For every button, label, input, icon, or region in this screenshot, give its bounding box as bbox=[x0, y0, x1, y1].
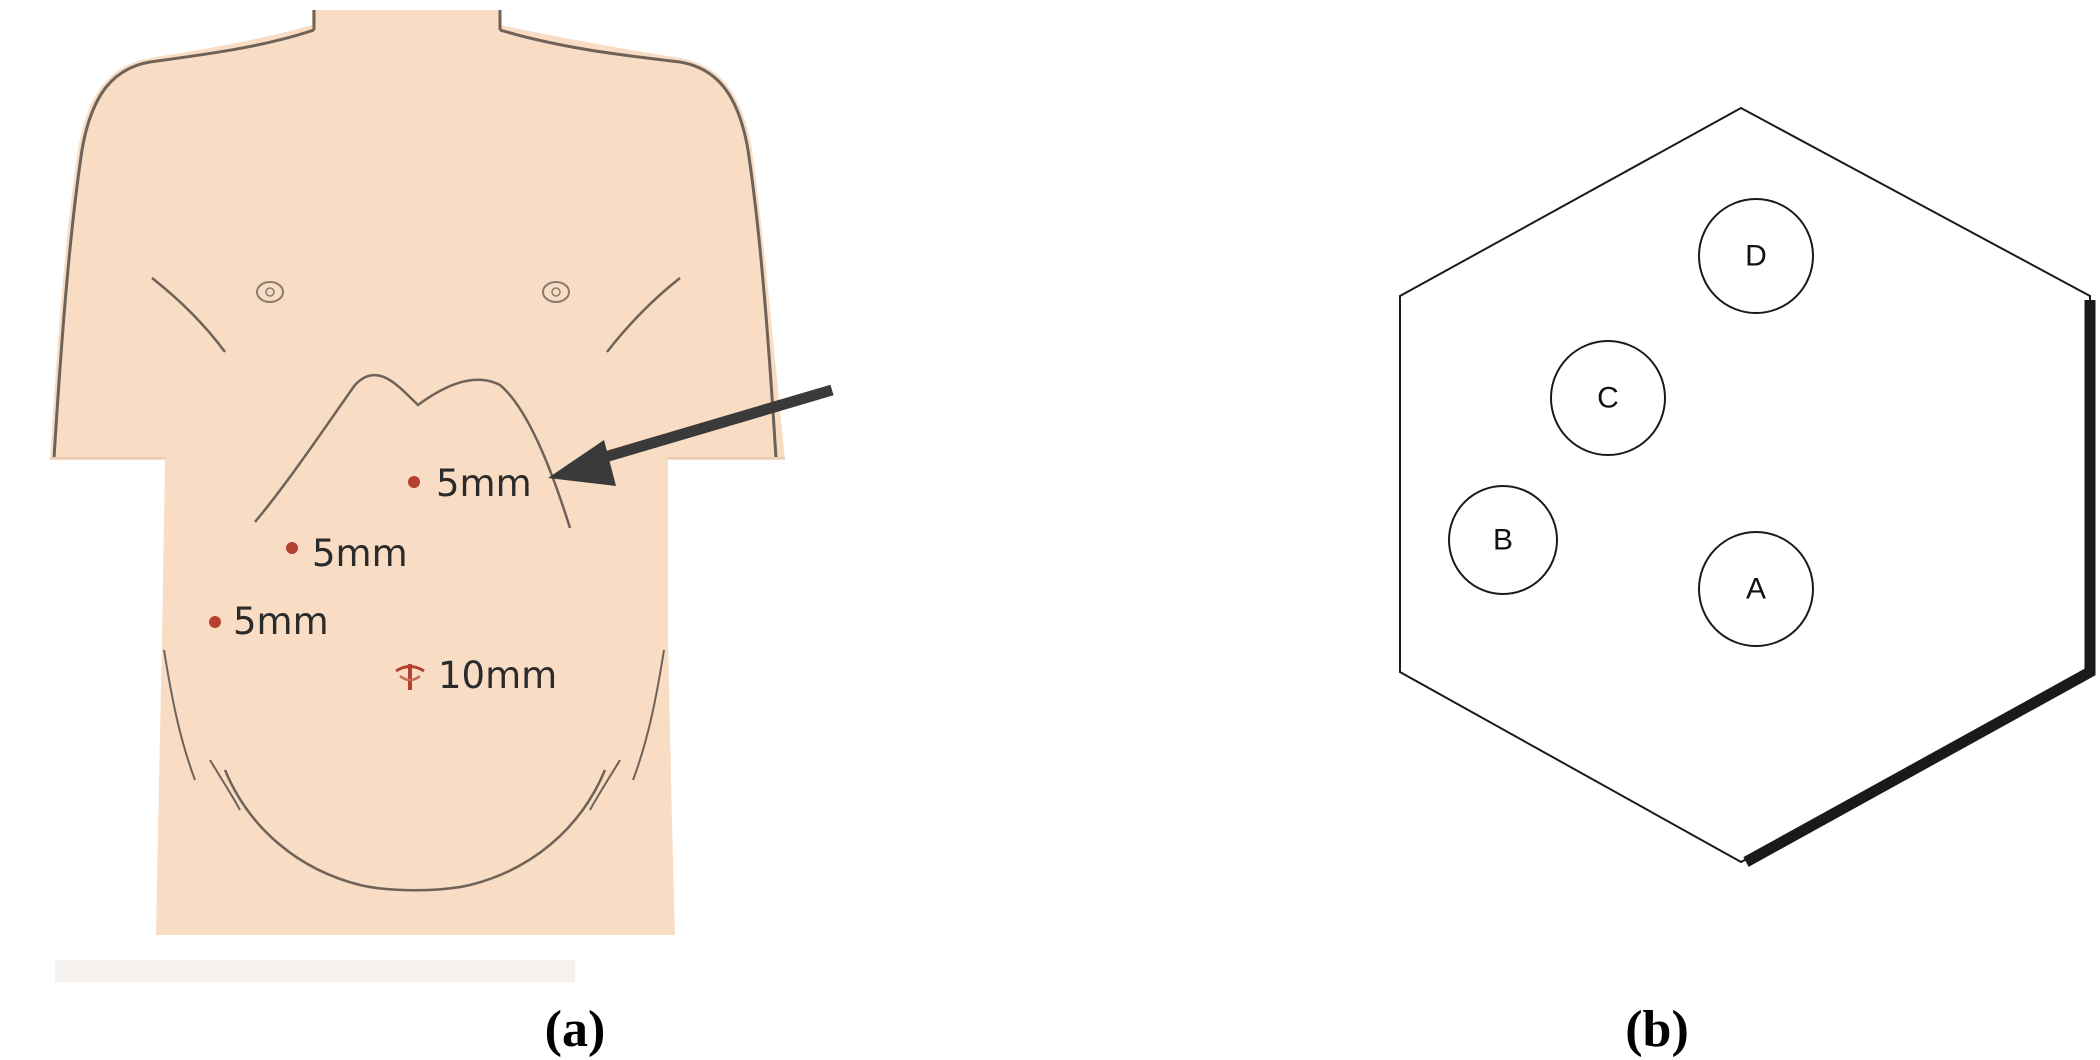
circle-b-label: B bbox=[1493, 524, 1513, 557]
torso-shadow bbox=[55, 960, 575, 982]
flank-line-left bbox=[163, 649, 196, 781]
caption-b: (b) bbox=[1625, 1001, 1689, 1058]
iliac-line-left bbox=[209, 759, 241, 811]
circle-a: A bbox=[1698, 531, 1814, 647]
caption-a: (a) bbox=[545, 1001, 606, 1058]
pointer-arrow bbox=[548, 384, 834, 486]
nipple-right bbox=[542, 281, 570, 303]
circle-c: C bbox=[1550, 340, 1666, 456]
port-label-flank: 5mm bbox=[233, 600, 329, 643]
port-label-umbilical: 10mm bbox=[438, 654, 557, 697]
hexagon-thick-edge bbox=[1743, 300, 2096, 867]
circle-a-label: A bbox=[1746, 573, 1766, 606]
shoulder-line-left bbox=[52, 28, 315, 459]
port-marker-flank bbox=[209, 616, 221, 628]
pectoral-line-right bbox=[606, 277, 681, 353]
panel-b: D C B A (b) bbox=[1399, 106, 2096, 1058]
circle-d-label: D bbox=[1745, 240, 1767, 273]
circle-c-label: C bbox=[1597, 382, 1619, 415]
port-label-subcostal: 5mm bbox=[312, 532, 408, 575]
shoulder-line-right bbox=[499, 28, 778, 459]
port-marker-subcostal bbox=[286, 542, 298, 554]
costal-margin bbox=[254, 373, 572, 529]
iliac-line-right bbox=[589, 759, 621, 811]
pectoral-line-left bbox=[151, 277, 227, 353]
hexagon bbox=[1399, 106, 2091, 864]
inguinal-line bbox=[223, 769, 607, 892]
nipple-left bbox=[256, 281, 284, 303]
circle-b: B bbox=[1448, 485, 1558, 595]
umbilical-port-marker bbox=[395, 664, 425, 690]
port-label-epigastric: 5mm bbox=[436, 462, 532, 505]
torso-silhouette bbox=[50, 10, 785, 935]
flank-line-right bbox=[632, 649, 665, 781]
panel-a: 5mm 5mm 5mm 10mm (a) bbox=[50, 10, 834, 1058]
port-marker-epigastric bbox=[408, 476, 420, 488]
circle-d: D bbox=[1698, 198, 1814, 314]
